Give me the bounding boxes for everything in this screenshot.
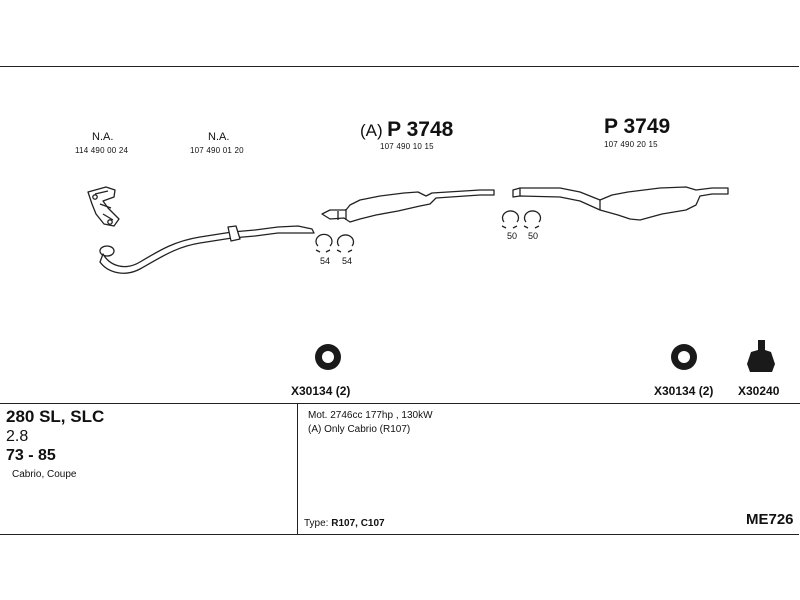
clamp-number-54a: 54 (320, 256, 331, 266)
part-code-p3749: P 3749 (604, 115, 671, 138)
divider-horizontal (0, 403, 800, 404)
divider-vertical (297, 403, 298, 535)
rubber-ring-icon-right (671, 344, 697, 370)
reference-code: ME726 (746, 511, 794, 528)
part-code-p3748: P 3748 (387, 118, 454, 141)
vehicle-model: 280 SL, SLC (6, 407, 105, 426)
ring-label-left: X30134 (2) (291, 384, 351, 398)
clamp-icon-54a (315, 233, 333, 253)
rear-muffler-icon (512, 186, 729, 221)
ring-label-right: X30134 (2) (654, 384, 714, 398)
mount-label: X30240 (738, 384, 780, 398)
rubber-mount-icon (747, 340, 775, 372)
rubber-ring-icon-left (315, 344, 341, 370)
cabrio-prefix: (A) (360, 121, 383, 140)
part-number-p3749: 107 490 20 15 (604, 140, 658, 149)
type-row: Type: R107, C107 (304, 518, 385, 529)
exhaust-manifold-icon (87, 186, 120, 227)
part-number-na-2: 107 490 01 20 (190, 146, 244, 155)
clamp-number-50b: 50 (528, 231, 539, 241)
engine-note: Mot. 2746cc 177hp , 130kW (308, 410, 433, 421)
clamp-icon-50b (523, 210, 542, 229)
clamp-icon-54b (336, 234, 355, 253)
cabrio-note: (A) Only Cabrio (R107) (308, 424, 411, 435)
front-pipe-icon (99, 225, 315, 274)
clamp-number-50a: 50 (507, 231, 518, 241)
type-value: R107, C107 (331, 518, 385, 529)
diagram-frame (0, 66, 799, 535)
part-number-p3748: 107 490 10 15 (380, 142, 434, 151)
part-label-na-1: N.A. (92, 131, 114, 143)
vehicle-years: 73 - 85 (6, 447, 56, 464)
vehicle-displacement: 2.8 (6, 428, 29, 445)
part-title-p3748: (A) P 3748 (360, 118, 453, 142)
part-number-na-1: 114 490 00 24 (75, 146, 129, 155)
part-label-na-2: N.A. (208, 131, 230, 143)
clamp-icon-50a (501, 210, 520, 229)
center-muffler-icon (321, 189, 495, 223)
vehicle-body-types: Cabrio, Coupe (12, 469, 77, 480)
clamp-number-54b: 54 (342, 256, 353, 266)
type-label: Type: (304, 518, 329, 529)
